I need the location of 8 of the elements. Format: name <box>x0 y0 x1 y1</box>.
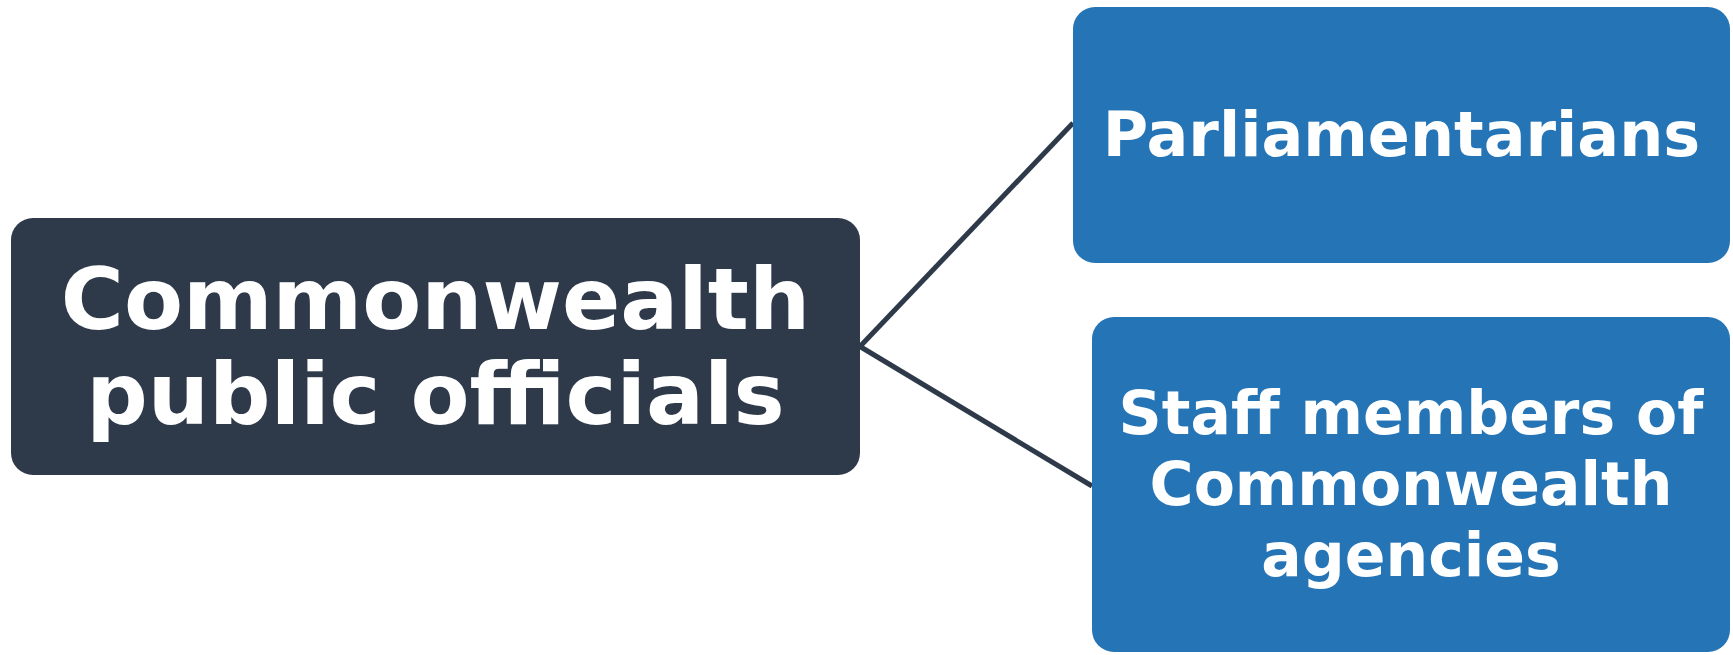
connector-line <box>858 121 1075 349</box>
process-box <box>11 218 860 475</box>
connector-line <box>858 344 1094 489</box>
process-box <box>1092 317 1730 652</box>
process-box <box>1073 7 1730 263</box>
box-label: Staff members of Commonwealth agencies <box>1117 378 1705 591</box>
box-label: Parliamentarians <box>1102 97 1701 173</box>
box-label: Commonwealth public officials <box>59 251 812 442</box>
